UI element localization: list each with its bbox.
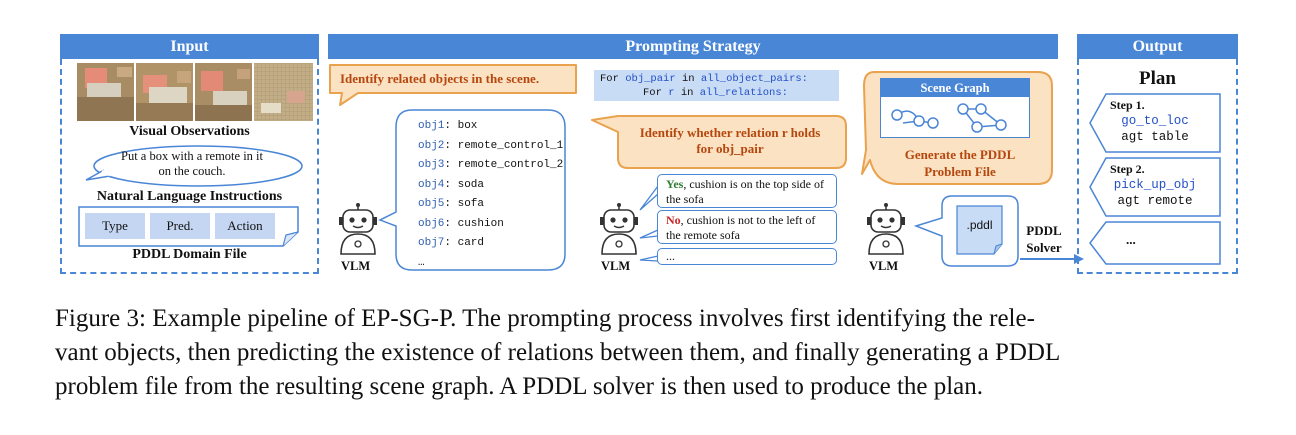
code-block: For obj_pair in all_object_pairs: For r … [594, 70, 839, 101]
vlm-robot-icon [863, 202, 909, 262]
scene-graph-title: Scene Graph [881, 79, 1029, 97]
code-var: obj_pair [625, 73, 675, 85]
observation-frames [77, 63, 313, 121]
prompt1-text: Identify related objects in the scene. [340, 71, 539, 87]
object-value: box [458, 120, 478, 132]
plan-title: Plan [1077, 68, 1238, 90]
figure-caption: Figure 3: Example pipeline of EP-SG-P. T… [55, 302, 1245, 404]
object-list-more: … [418, 254, 563, 274]
step-more-text: ... [1126, 232, 1136, 248]
domain-cell-action: Action [215, 213, 275, 239]
object-item: obj7: card [418, 234, 563, 254]
object-value: remote_control_1 [458, 140, 564, 152]
step-args: agt remote [1088, 194, 1222, 208]
input-header: Input [60, 34, 319, 59]
domain-cell-pred: Pred. [150, 213, 210, 239]
step-function: go_to_loc [1088, 114, 1222, 128]
input-header-label: Input [170, 38, 208, 56]
observation-frame-1 [77, 63, 134, 121]
caption-line-2: vant objects, then predicting the existe… [55, 336, 1245, 370]
observation-frame-3 [195, 63, 252, 121]
object-key: obj5 [418, 198, 444, 210]
vlm-robot-icon [335, 202, 381, 262]
visual-observations [77, 63, 313, 121]
object-key: obj2 [418, 140, 444, 152]
object-value: remote_control_2 [458, 159, 564, 171]
response-more-text: ... [666, 249, 675, 263]
object-value: soda [458, 179, 484, 191]
domain-file-label: PDDL Domain File [60, 247, 319, 263]
domain-cell-type-label: Type [102, 218, 128, 234]
object-key: obj4 [418, 179, 444, 191]
domain-cell-action-label: Action [227, 218, 262, 234]
response-no-text: , cushion is not to the left of the remo… [666, 213, 815, 242]
object-key: obj7 [418, 237, 444, 249]
object-key: obj1 [418, 120, 444, 132]
object-item: obj3: remote_control_2 [418, 156, 563, 176]
vlm-label-3: VLM [869, 259, 898, 274]
step-label: Step 2. [1110, 162, 1145, 177]
object-list: obj1: box obj2: remote_control_1 obj3: r… [418, 117, 563, 273]
step-function: pick_up_obj [1088, 178, 1222, 192]
response-no: No, cushion is not to the left of the re… [657, 210, 837, 244]
code-line-1: For obj_pair in all_object_pairs: [600, 72, 839, 86]
scene-graph-icon [881, 97, 1028, 137]
object-item: obj5: sofa [418, 195, 563, 215]
code-line-2: For r in all_relations: [600, 86, 839, 100]
scene-graph-card: Scene Graph [880, 78, 1030, 138]
step-label: Step 1. [1110, 98, 1145, 113]
object-item: obj1: box [418, 117, 563, 137]
code-set: all_object_pairs: [701, 73, 808, 85]
plan-step-more: ... [1088, 220, 1222, 266]
response-no-flag: No [666, 213, 681, 227]
object-item: obj4: soda [418, 176, 563, 196]
response-more: ... [657, 248, 837, 265]
instruction-text: Put a box with a remote in it on the cou… [117, 149, 267, 179]
nl-instructions-label: Natural Language Instructions [60, 189, 319, 205]
visual-observations-label: Visual Observations [60, 124, 319, 140]
object-key: obj3 [418, 159, 444, 171]
domain-cell-pred-label: Pred. [166, 218, 193, 234]
vlm-label-2: VLM [601, 259, 630, 274]
vlm-label-1: VLM [341, 259, 370, 274]
plan-step-2: Step 2. pick_up_obj agt remote [1088, 156, 1222, 218]
object-value: cushion [458, 218, 504, 230]
code-keyword: in [675, 87, 700, 99]
object-value: sofa [458, 198, 484, 210]
object-item: obj2: remote_control_1 [418, 137, 563, 157]
output-header-label: Output [1133, 38, 1183, 56]
pddl-file-bubble [912, 194, 1022, 270]
code-keyword: For [600, 73, 625, 85]
strategy-header: Prompting Strategy [328, 34, 1058, 59]
output-header: Output [1077, 34, 1238, 59]
response-yes-text: , cushion is on the top side of the sofa [666, 177, 824, 206]
step-shape [1088, 220, 1222, 266]
observation-frame-4 [254, 63, 313, 121]
step-args: agt table [1088, 130, 1222, 144]
object-key: obj6 [418, 218, 444, 230]
prompt3-text: Generate the PDDL Problem File [890, 146, 1030, 180]
domain-cell-type: Type [85, 213, 145, 239]
response-yes: Yes, cushion is on the top side of the s… [657, 174, 837, 208]
code-keyword: in [676, 73, 701, 85]
plan-step-1: Step 1. go_to_loc agt table [1088, 92, 1222, 154]
object-value: card [458, 237, 484, 249]
prompt2-text: Identify whether relation r holds for ob… [630, 125, 830, 157]
response-yes-flag: Yes [666, 177, 683, 191]
pddl-file-label: .pddl [957, 218, 1002, 232]
code-keyword: For [643, 87, 668, 99]
observation-frame-2 [136, 63, 193, 121]
strategy-header-label: Prompting Strategy [625, 38, 760, 56]
code-set: all_relations: [700, 87, 788, 99]
caption-line-3: problem file from the resulting scene gr… [55, 370, 1245, 404]
object-item: obj6: cushion [418, 215, 563, 235]
caption-line-1: Figure 3: Example pipeline of EP-SG-P. T… [55, 302, 1245, 336]
